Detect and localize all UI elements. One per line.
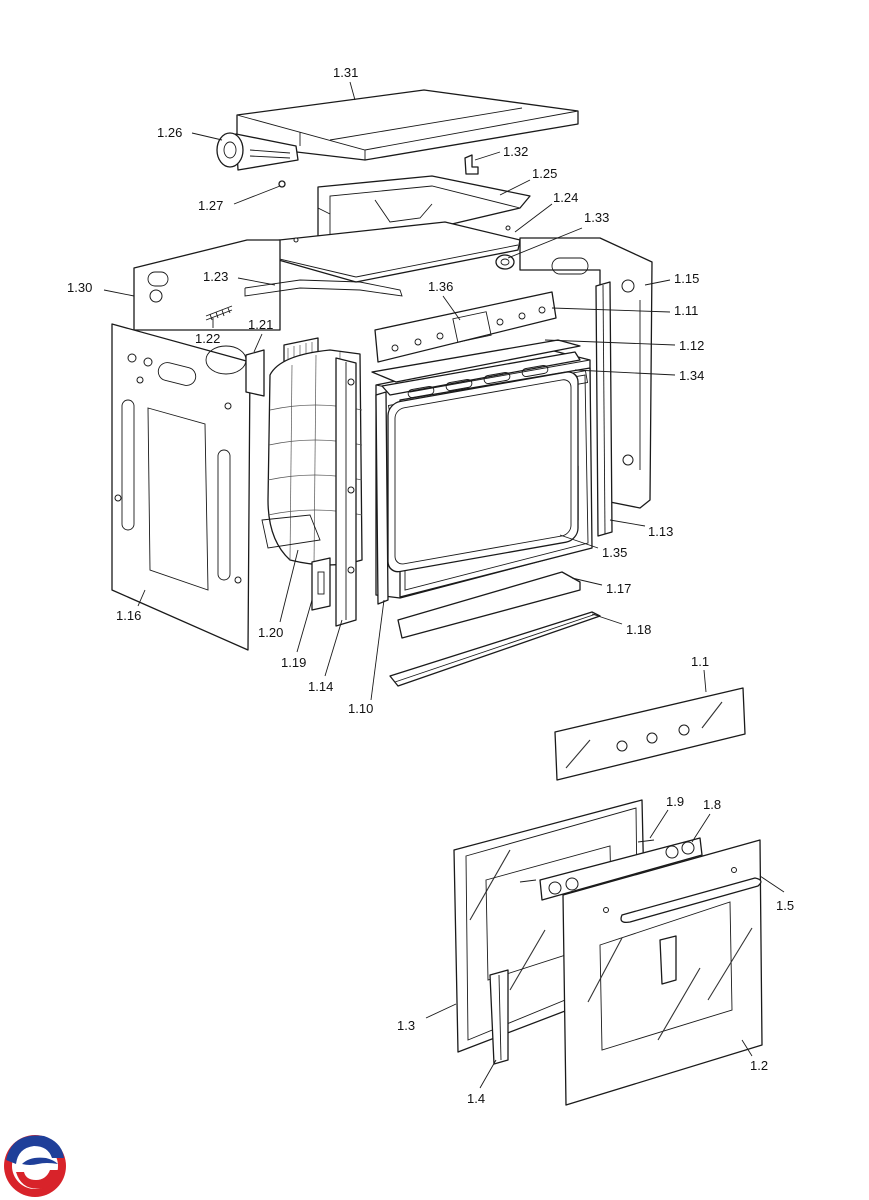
- label-1-32: 1.32: [503, 144, 528, 159]
- part-lamp: [495, 254, 515, 270]
- part-left-rail: [335, 357, 357, 627]
- label-1-24: 1.24: [553, 190, 578, 205]
- part-control-panel: [374, 291, 557, 363]
- label-1-21: 1.21: [248, 317, 273, 332]
- label-1-17: 1.17: [606, 581, 631, 596]
- label-1-33: 1.33: [584, 210, 609, 225]
- label-1-19: 1.19: [281, 655, 306, 670]
- part-screw-top: [278, 180, 286, 188]
- part-bottom-bracket: [311, 557, 331, 611]
- logo-blue-swirl: [6, 1135, 64, 1164]
- label-1-25: 1.25: [532, 166, 557, 181]
- part-door-screws: [519, 839, 655, 883]
- part-hinge: [489, 935, 677, 1065]
- label-1-9: 1.9: [666, 794, 684, 809]
- label-1-36: 1.36: [428, 279, 453, 294]
- label-1-27: 1.27: [198, 198, 223, 213]
- part-door-plate: [539, 837, 703, 901]
- label-1-12: 1.12: [679, 338, 704, 353]
- label-1-13: 1.13: [648, 524, 673, 539]
- part-door-gasket: [387, 371, 579, 573]
- part-fan: [216, 132, 299, 171]
- part-vent-strip: [371, 339, 581, 399]
- label-1-34: 1.34: [679, 368, 704, 383]
- label-1-11: 1.11: [674, 303, 698, 318]
- part-bottom-tray: [261, 514, 601, 687]
- label-1-35: 1.35: [602, 545, 627, 560]
- label-1-26: 1.26: [157, 125, 182, 140]
- label-1-5: 1.5: [776, 898, 794, 913]
- part-control-glass: [554, 687, 746, 781]
- label-1-1: 1.1: [691, 654, 709, 669]
- part-labels: 1.31 1.26 1.32 1.25 1.27 1.24 1.33 1.23 …: [67, 65, 794, 1106]
- part-spring: [205, 305, 233, 321]
- part-clip: [464, 154, 479, 175]
- part-front-rail: [375, 391, 389, 605]
- label-1-30: 1.30: [67, 280, 92, 295]
- label-1-2: 1.2: [750, 1058, 768, 1073]
- label-1-14: 1.14: [308, 679, 333, 694]
- label-1-16: 1.16: [116, 608, 141, 623]
- label-1-18: 1.18: [626, 622, 651, 637]
- label-1-10: 1.10: [348, 701, 373, 716]
- part-back-casing: [133, 237, 653, 509]
- label-1-15: 1.15: [674, 271, 699, 286]
- part-left-side-panel: [111, 323, 251, 651]
- brand-logo: [4, 1135, 66, 1197]
- label-1-4: 1.4: [467, 1091, 485, 1106]
- leader-lines: [103, 81, 785, 1089]
- label-1-20: 1.20: [258, 625, 283, 640]
- part-gasket-top: [244, 279, 403, 297]
- label-1-3: 1.3: [397, 1018, 415, 1033]
- label-1-31: 1.31: [333, 65, 358, 80]
- part-top-plate: [251, 221, 521, 283]
- label-1-23: 1.23: [203, 269, 228, 284]
- label-1-8: 1.8: [703, 797, 721, 812]
- label-1-22: 1.22: [195, 331, 220, 346]
